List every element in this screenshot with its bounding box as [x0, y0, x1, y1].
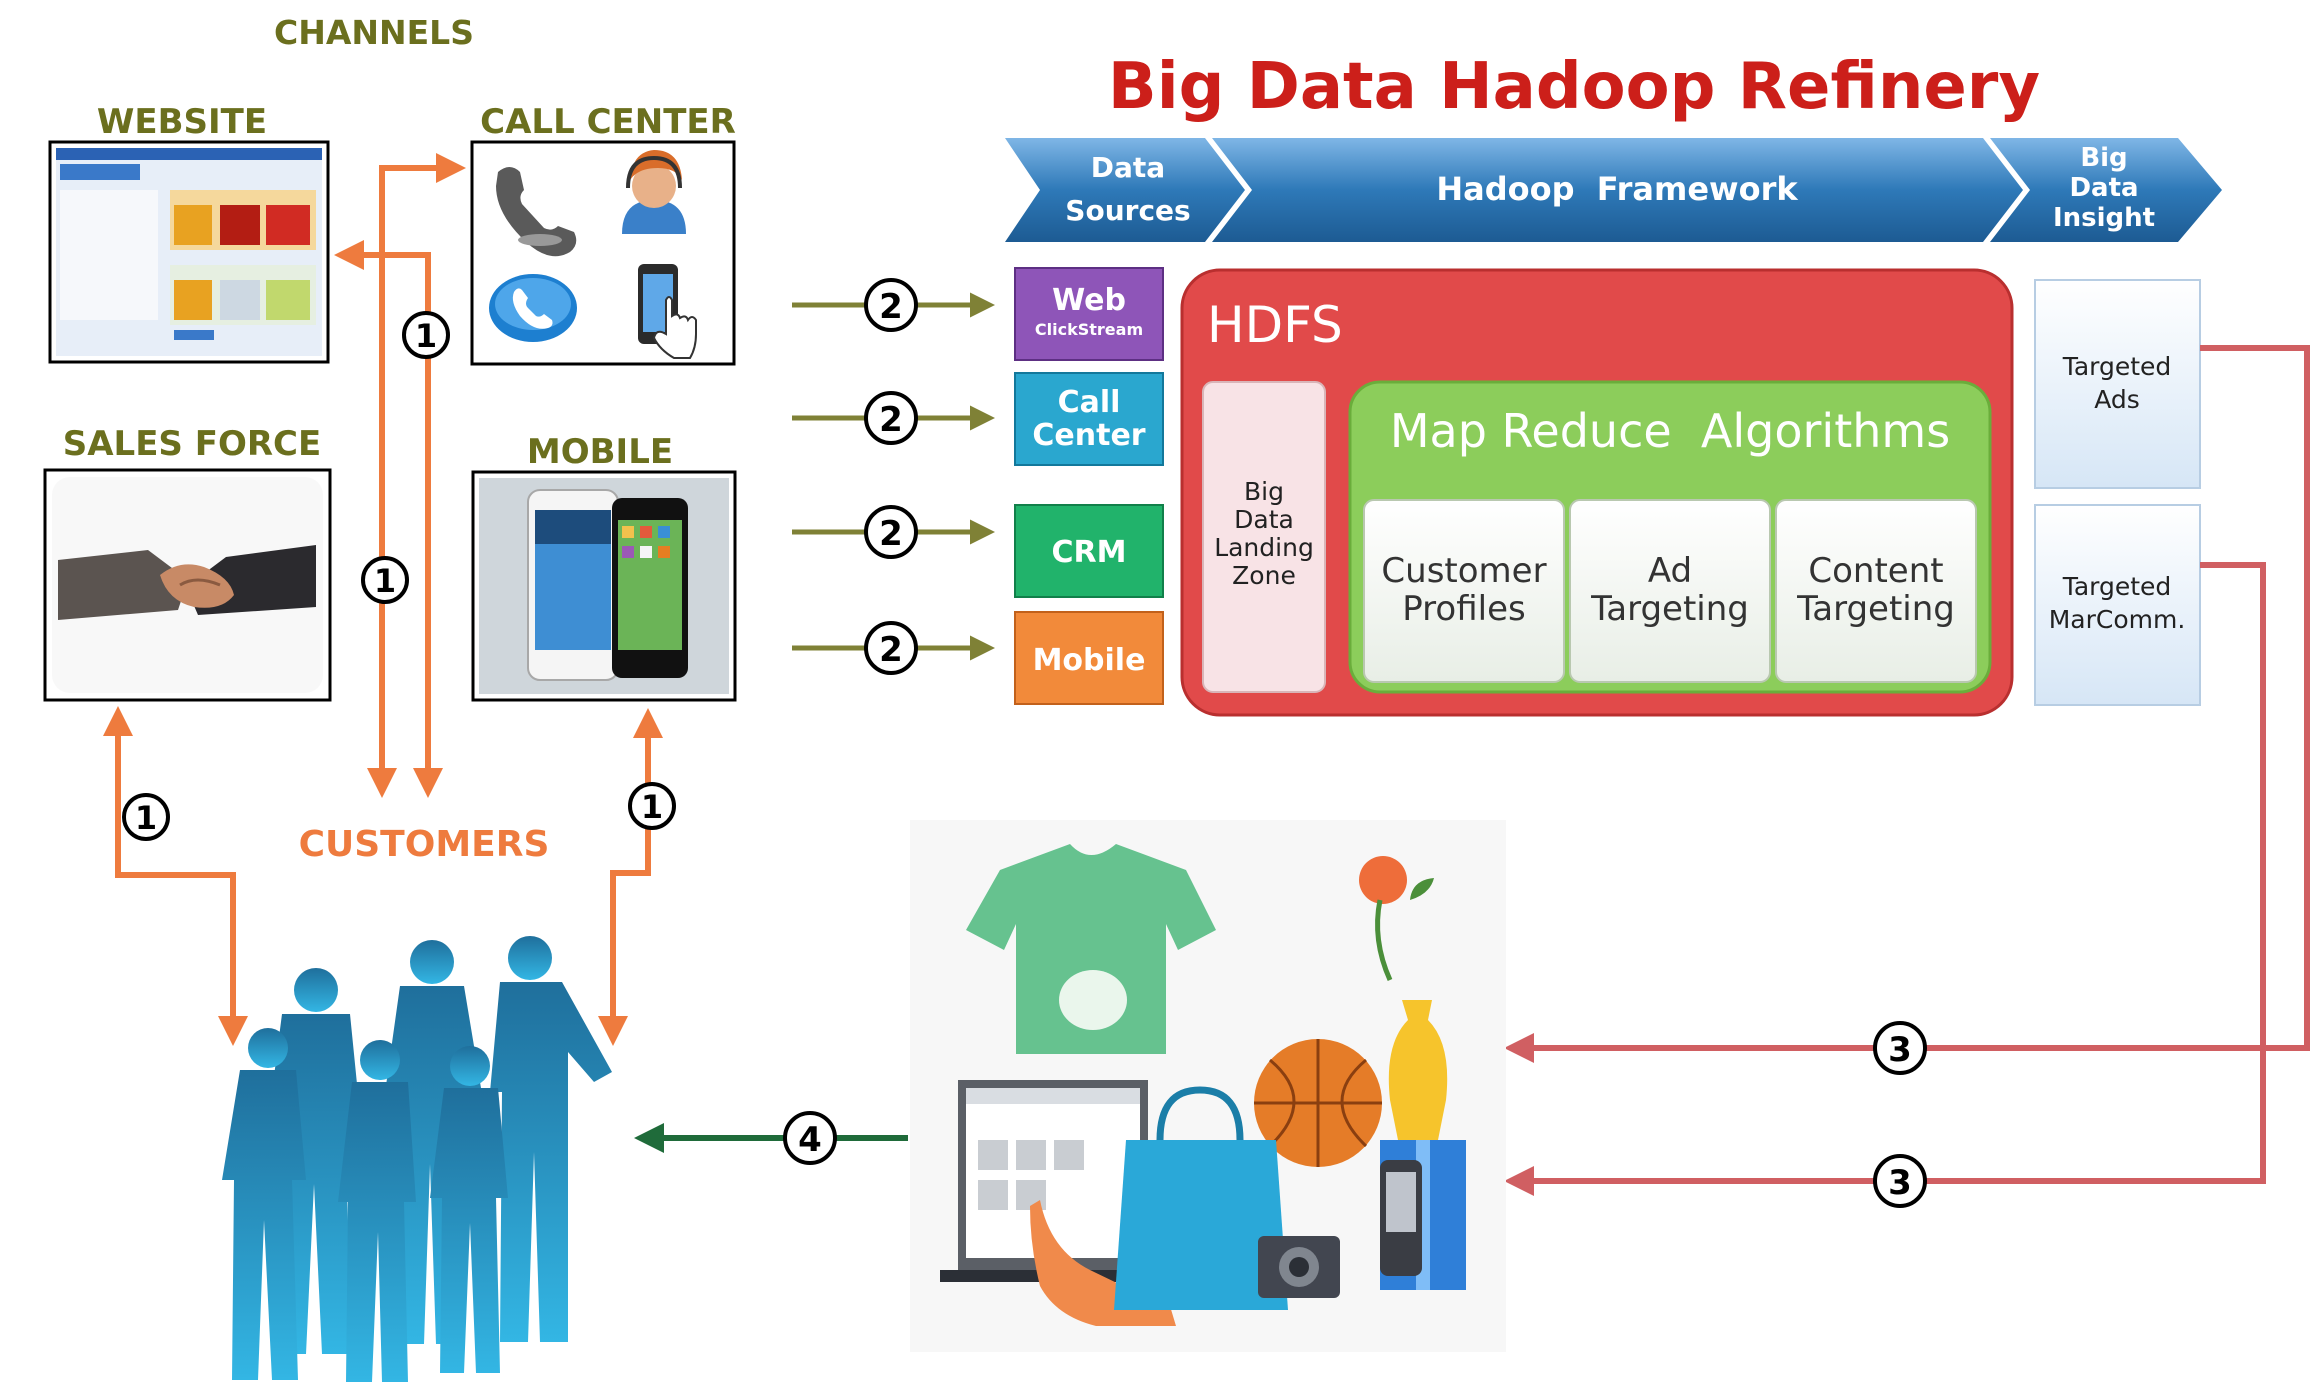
- touch-phone-icon: [638, 264, 697, 359]
- phone-call-icon: [489, 274, 577, 342]
- chevron-insight-line2: Data: [2069, 173, 2138, 203]
- svg-text:2: 2: [879, 400, 903, 440]
- step-2-badge-d: 2: [864, 621, 918, 675]
- svg-text:MarComm.: MarComm.: [2049, 605, 2186, 634]
- call-center-channel-box: [470, 140, 736, 366]
- website-channel-box: [48, 140, 330, 364]
- svg-text:2: 2: [879, 514, 903, 554]
- pipeline-chevrons: [1005, 138, 2222, 242]
- chevron-big-data-insight: [1990, 138, 2222, 242]
- svg-text:Data: Data: [1234, 505, 1294, 534]
- algo-content-targeting: [1775, 499, 1977, 683]
- svg-text:1: 1: [641, 788, 663, 826]
- step-1-badge-a: 1: [402, 311, 450, 359]
- smartphones-photo: [479, 478, 729, 694]
- diagram-title: Big Data Hadoop Refinery: [1108, 50, 2040, 124]
- mobile-channel-box: [471, 470, 737, 702]
- shopping-products-illustration: [910, 820, 1506, 1352]
- channel-label-call-center: CALL CENTER: [480, 102, 736, 142]
- svg-text:Ads: Ads: [2094, 385, 2140, 414]
- step-1-badge-b: 1: [361, 556, 409, 604]
- data-source-call-center: Call Center: [1014, 372, 1164, 466]
- channel-label-mobile: MOBILE: [527, 432, 673, 472]
- data-source-call-center-line1: Call: [1058, 385, 1121, 420]
- chevron-data-sources-line2: Sources: [1065, 194, 1190, 227]
- hdfs-title: HDFS: [1207, 296, 1343, 354]
- sales-force-channel-box: [43, 468, 332, 702]
- business-people-silhouettes: [222, 936, 612, 1382]
- handshake-photo: [52, 477, 323, 693]
- svg-text:Targeting: Targeting: [1590, 589, 1749, 629]
- svg-text:Targeting: Targeting: [1796, 589, 1955, 629]
- chevron-insight-line1: Big: [2080, 143, 2127, 173]
- data-source-web-title: Web: [1052, 283, 1126, 318]
- map-reduce-title: Map Reduce Algorithms: [1390, 404, 1950, 458]
- data-source-web-sub: ClickStream: [1035, 320, 1143, 339]
- chevron-hadoop-framework-label: Hadoop Framework: [1436, 170, 1798, 208]
- svg-text:3: 3: [1888, 1163, 1912, 1203]
- svg-text:2: 2: [879, 287, 903, 327]
- step-3-badge-b: 3: [1873, 1154, 1927, 1208]
- data-ingest-arrows: [792, 292, 995, 661]
- chevron-data-sources: [1005, 138, 1245, 242]
- svg-text:Landing: Landing: [1214, 533, 1314, 562]
- customers-label: CUSTOMERS: [299, 824, 550, 865]
- svg-text:Targeted: Targeted: [2062, 572, 2172, 601]
- svg-text:1: 1: [374, 562, 396, 600]
- website-screenshot: [56, 148, 322, 356]
- svg-text:1: 1: [135, 799, 157, 837]
- channel-label-sales-force: SALES FORCE: [63, 424, 322, 464]
- svg-text:Customer: Customer: [1381, 551, 1546, 591]
- chevron-hadoop-framework: [1212, 138, 2023, 242]
- step-4-badge: 4: [783, 1111, 837, 1165]
- data-source-crm: CRM: [1014, 504, 1164, 598]
- data-source-web-clickstream: Web ClickStream: [1014, 267, 1164, 361]
- algo-customer-profiles: [1363, 499, 1565, 683]
- step-1-badge-d: 1: [628, 782, 676, 830]
- channel-label-website: WEBSITE: [97, 102, 267, 142]
- data-source-mobile-label: Mobile: [1033, 643, 1146, 678]
- svg-text:Zone: Zone: [1232, 561, 1296, 590]
- step-2-badge-b: 2: [864, 391, 918, 445]
- headset-agent-icon: [622, 150, 686, 234]
- insight-targeted-marcomm: Targeted MarComm.: [2034, 504, 2201, 706]
- step-2-badge-c: 2: [864, 505, 918, 559]
- channels-heading: CHANNELS: [274, 13, 474, 52]
- phone-icon: [496, 167, 577, 257]
- data-source-call-center-line2: Center: [1032, 418, 1145, 453]
- svg-text:3: 3: [1888, 1030, 1912, 1070]
- chevron-data-sources-line1: Data: [1091, 151, 1165, 184]
- svg-text:Big: Big: [1244, 477, 1284, 506]
- svg-text:Profiles: Profiles: [1402, 589, 1525, 629]
- step-1-badge-c: 1: [122, 793, 170, 841]
- landing-zone: [1202, 381, 1326, 693]
- chevron-insight-line3: Insight: [2053, 203, 2155, 233]
- hdfs-block: HDFS Big Data Landing Zone Map Reduce Al…: [1180, 268, 2014, 717]
- insight-targeted-ads: Targeted Ads: [2034, 279, 2201, 489]
- svg-text:Ad: Ad: [1648, 551, 1692, 591]
- svg-text:2: 2: [879, 630, 903, 670]
- step-3-badge-a: 3: [1873, 1021, 1927, 1075]
- svg-text:Content: Content: [1808, 551, 1943, 591]
- algo-ad-targeting: [1569, 499, 1771, 683]
- svg-text:4: 4: [798, 1120, 822, 1160]
- step-2-badge-a: 2: [864, 278, 918, 332]
- data-source-crm-label: CRM: [1052, 535, 1127, 570]
- data-source-mobile: Mobile: [1014, 611, 1164, 705]
- svg-text:1: 1: [415, 317, 437, 355]
- svg-text:Targeted: Targeted: [2062, 352, 2172, 381]
